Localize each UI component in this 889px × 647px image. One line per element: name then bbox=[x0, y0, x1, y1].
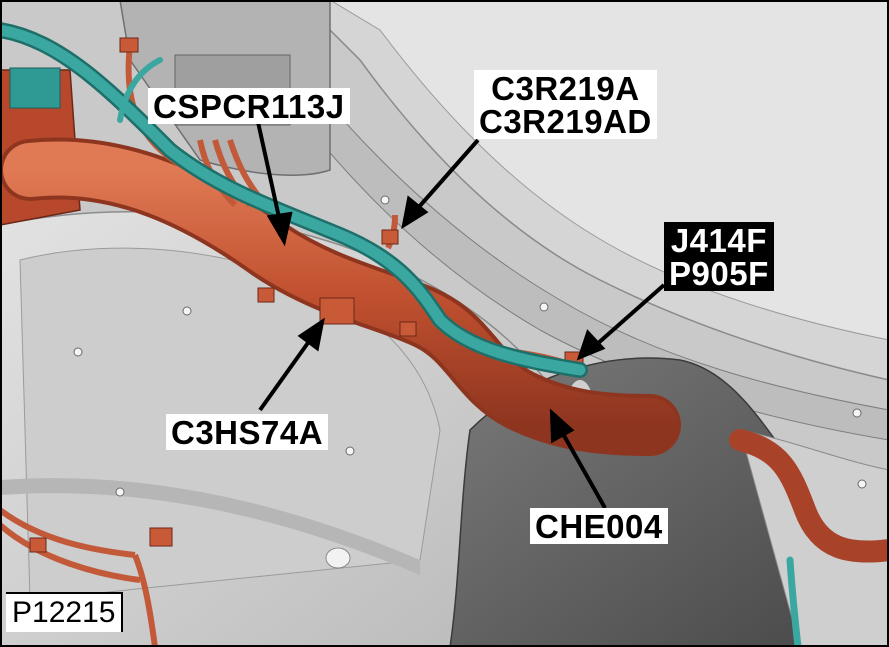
arrowhead-j414f bbox=[576, 329, 606, 361]
arrowhead-cspcr113j bbox=[266, 211, 293, 247]
teal-harness-body bbox=[0, 24, 586, 376]
arrowhead-c3hs74a bbox=[297, 317, 325, 352]
arrowhead-che004 bbox=[549, 408, 575, 444]
callout-che004-text: CHE004 bbox=[535, 508, 663, 545]
callout-c3r219-line-1: C3R219A bbox=[491, 70, 640, 107]
teal-harness-clip bbox=[9, 67, 61, 109]
callout-j414f-line-2: P905F bbox=[669, 255, 769, 292]
small-connectors bbox=[29, 37, 584, 553]
figure-id-label: P12215 bbox=[6, 592, 124, 632]
orange-main-harness-body bbox=[3, 141, 677, 452]
orange-right-branch bbox=[729, 429, 889, 563]
callout-arrows bbox=[256, 121, 666, 509]
callout-j414f: J414F P905F bbox=[664, 222, 774, 291]
floor-hole bbox=[325, 547, 351, 569]
callout-cspcr113j-text: CSPCR113J bbox=[153, 88, 345, 125]
callout-che004: CHE004 bbox=[530, 508, 668, 544]
floor-rib bbox=[0, 478, 420, 575]
callout-c3hs74a-text: C3HS74A bbox=[171, 414, 324, 451]
arrowhead-c3r219 bbox=[401, 195, 429, 230]
callout-c3r219: C3R219A C3R219AD bbox=[474, 70, 657, 139]
callout-cspcr113j: CSPCR113J bbox=[148, 88, 350, 124]
callout-c3hs74a: C3HS74A bbox=[166, 414, 329, 451]
callout-c3r219-line-2: C3R219AD bbox=[479, 103, 652, 140]
callout-j414f-line-1: J414F bbox=[670, 222, 767, 259]
teal-branch-lower bbox=[786, 556, 802, 647]
teal-branch-upper bbox=[117, 57, 163, 123]
